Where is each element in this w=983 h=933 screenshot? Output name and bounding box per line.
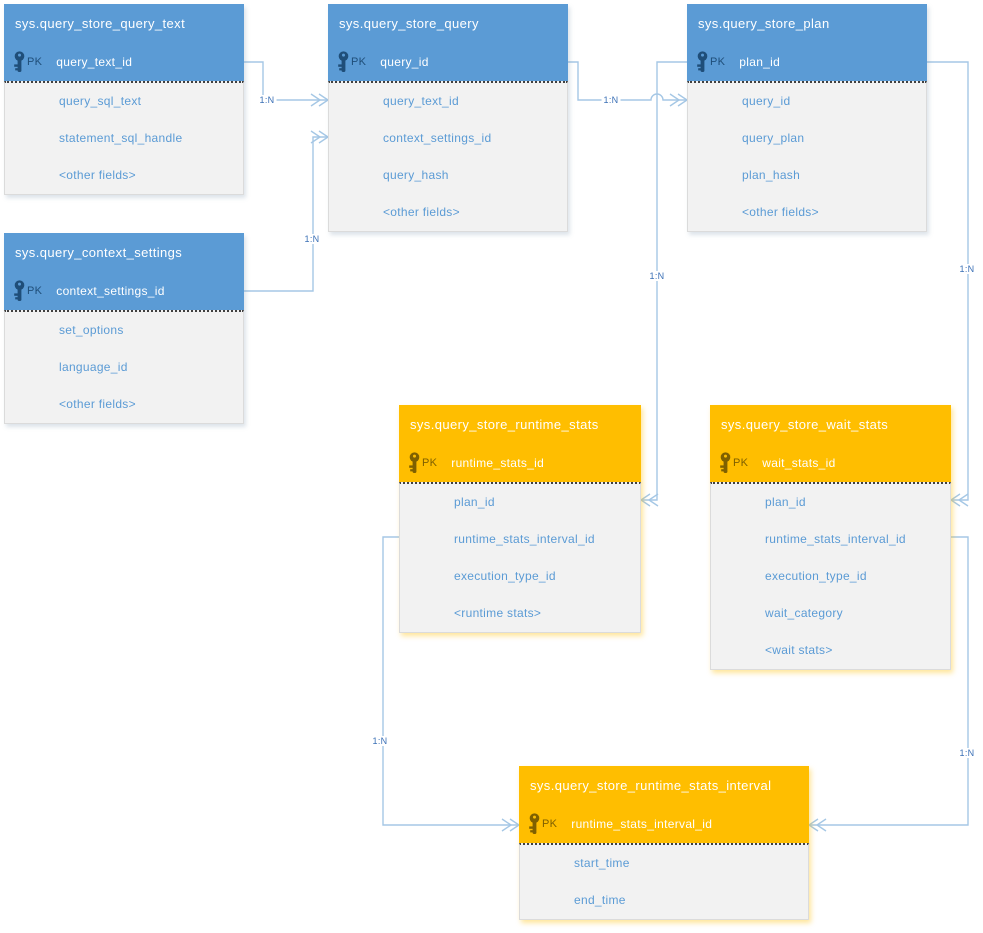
field-row: execution_type_id xyxy=(765,569,867,583)
pk-badge: PK xyxy=(733,457,749,469)
entity-title: sys.query_store_query xyxy=(328,4,568,43)
primary-key-icon xyxy=(13,280,26,302)
relationship-cardinality: 1:N xyxy=(957,748,977,758)
relationship-cardinality: 1:N xyxy=(957,264,977,274)
field-row: plan_id xyxy=(765,495,806,509)
entity-title: sys.query_store_runtime_stats_interval xyxy=(519,766,809,805)
field-row: <other fields> xyxy=(59,168,136,182)
pk-field-name: query_id xyxy=(380,55,429,69)
entity-query-store-plan[interactable]: sys.query_store_plan PK plan_id query_id… xyxy=(687,4,927,232)
field-row: set_options xyxy=(59,323,124,337)
pk-field-name: query_text_id xyxy=(56,55,133,69)
field-row: <wait stats> xyxy=(765,643,833,657)
primary-key-icon xyxy=(719,452,732,474)
primary-key-icon xyxy=(528,813,541,835)
pk-field-name: runtime_stats_interval_id xyxy=(571,817,713,831)
entity-title: sys.query_store_query_text xyxy=(4,4,244,43)
entity-query-store-query[interactable]: sys.query_store_query PK query_id query_… xyxy=(328,4,568,232)
field-row: query_id xyxy=(742,94,791,108)
relationship-cardinality: 1:N xyxy=(257,95,277,105)
field-row: statement_sql_handle xyxy=(59,131,183,145)
primary-key-icon xyxy=(696,51,709,73)
connector-waitstats-interval xyxy=(809,536,969,826)
relationship-cardinality: 1:N xyxy=(302,234,322,244)
primary-key-row: PK plan_id xyxy=(687,43,927,81)
fields-list: plan_id runtime_stats_interval_id execut… xyxy=(710,482,951,670)
field-row: wait_category xyxy=(765,606,843,620)
field-row: <other fields> xyxy=(742,205,819,219)
connector-contextsettings-query xyxy=(244,136,328,292)
field-row: context_settings_id xyxy=(383,131,492,145)
primary-key-row: PK query_id xyxy=(328,43,568,81)
field-row: <other fields> xyxy=(383,205,460,219)
fields-list: query_id query_plan plan_hash <other fie… xyxy=(687,81,927,232)
pk-field-name: wait_stats_id xyxy=(762,456,836,470)
primary-key-icon xyxy=(13,51,26,73)
field-row: <other fields> xyxy=(59,397,136,411)
field-row: runtime_stats_interval_id xyxy=(454,532,595,546)
field-row: query_sql_text xyxy=(59,94,142,108)
entity-title: sys.query_store_runtime_stats xyxy=(399,405,641,444)
field-row: <runtime stats> xyxy=(454,606,542,620)
fields-list: set_options language_id <other fields> xyxy=(4,310,244,424)
fields-list: start_time end_time xyxy=(519,843,809,920)
entity-query-store-wait-stats[interactable]: sys.query_store_wait_stats PK wait_stats… xyxy=(710,405,951,670)
field-row: language_id xyxy=(59,360,128,374)
fields-list: query_sql_text statement_sql_handle <oth… xyxy=(4,81,244,195)
entity-title: sys.query_context_settings xyxy=(4,233,244,272)
pk-badge: PK xyxy=(710,56,726,68)
pk-badge: PK xyxy=(351,56,367,68)
fields-list: query_text_id context_settings_id query_… xyxy=(328,81,568,232)
field-row: execution_type_id xyxy=(454,569,556,583)
connector-querytext-query xyxy=(244,61,328,101)
pk-badge: PK xyxy=(27,285,43,297)
entity-query-store-runtime-stats[interactable]: sys.query_store_runtime_stats PK runtime… xyxy=(399,405,641,633)
field-row: plan_hash xyxy=(742,168,801,182)
field-row: query_plan xyxy=(742,131,805,145)
entity-title: sys.query_store_plan xyxy=(687,4,927,43)
pk-badge: PK xyxy=(27,56,43,68)
field-row: query_hash xyxy=(383,168,449,182)
relationship-cardinality: 1:N xyxy=(647,271,667,281)
connector-query-plan xyxy=(568,61,687,101)
primary-key-row: PK query_text_id xyxy=(4,43,244,81)
entity-query-context-settings[interactable]: sys.query_context_settings PK context_se… xyxy=(4,233,244,424)
field-row: runtime_stats_interval_id xyxy=(765,532,906,546)
pk-field-name: context_settings_id xyxy=(56,284,165,298)
primary-key-row: PK wait_stats_id xyxy=(710,444,951,482)
primary-key-row: PK runtime_stats_interval_id xyxy=(519,805,809,843)
field-row: query_text_id xyxy=(383,94,459,108)
primary-key-row: PK runtime_stats_id xyxy=(399,444,641,482)
field-row: plan_id xyxy=(454,495,495,509)
fields-list: plan_id runtime_stats_interval_id execut… xyxy=(399,482,641,633)
primary-key-row: PK context_settings_id xyxy=(4,272,244,310)
primary-key-icon xyxy=(408,452,421,474)
pk-field-name: plan_id xyxy=(739,55,781,69)
pk-badge: PK xyxy=(422,457,438,469)
field-row: start_time xyxy=(574,856,630,870)
connector-runtimestats-interval xyxy=(382,536,519,826)
entity-query-store-query-text[interactable]: sys.query_store_query_text PK query_text… xyxy=(4,4,244,195)
field-row: end_time xyxy=(574,893,626,907)
pk-field-name: runtime_stats_id xyxy=(451,456,545,470)
entity-query-store-runtime-stats-interval[interactable]: sys.query_store_runtime_stats_interval P… xyxy=(519,766,809,920)
pk-badge: PK xyxy=(542,818,558,830)
primary-key-icon xyxy=(337,51,350,73)
relationship-cardinality: 1:N xyxy=(370,736,390,746)
connector-plan-runtimestats xyxy=(641,61,687,501)
relationship-cardinality: 1:N xyxy=(601,95,621,105)
entity-title: sys.query_store_wait_stats xyxy=(710,405,951,444)
